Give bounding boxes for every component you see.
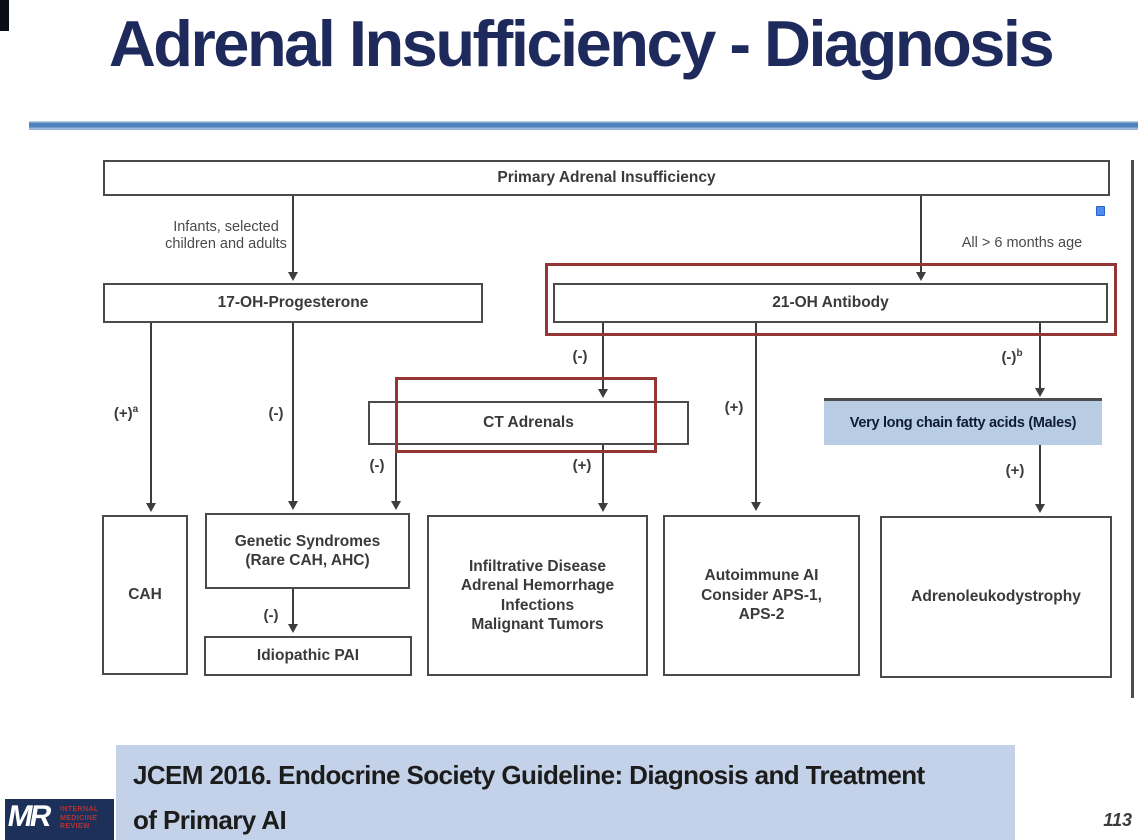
node-adrenoleukodystrophy: Adrenoleukodystrophy — [880, 516, 1112, 678]
edge-label-minus-21oh: (-) — [572, 348, 588, 365]
node-idiopathic-pai: Idiopathic PAI — [204, 636, 412, 676]
edge-label-minus-17ohp: (-) — [268, 405, 284, 422]
page-number: 113 — [1103, 810, 1132, 830]
genetic-line1: Genetic Syndromes — [234, 532, 381, 550]
autoimmune-line2: Consider APS-1, — [701, 586, 822, 604]
arrow-genetic-to-idiopathic — [287, 589, 298, 633]
citation-line2: of Primary AI — [133, 805, 287, 835]
node-genetic-syndromes: Genetic Syndromes (Rare CAH, AHC) — [205, 513, 410, 589]
logo-text-line1: INTERNAL — [60, 806, 99, 813]
node-cah: CAH — [102, 515, 188, 675]
highlight-rect-ct — [395, 377, 657, 453]
node-infiltrative-disease: Infiltrative Disease Adrenal Hemorrhage … — [427, 515, 648, 676]
arrow-21oh-to-vlcfa — [1034, 323, 1045, 397]
internal-medicine-review-logo: MR INTERNAL MEDICINE REVIEW — [5, 799, 114, 840]
edge-label-plus-a: (+)a — [113, 404, 139, 422]
arrow-17ohp-to-cah — [145, 323, 156, 512]
infiltrative-line1: Infiltrative Disease — [469, 557, 606, 575]
logo-monogram: MR — [5, 800, 52, 833]
selection-handle-icon[interactable] — [1096, 206, 1105, 216]
citation-banner: JCEM 2016. Endocrine Society Guideline: … — [116, 745, 1015, 840]
arrow-17ohp-to-genetic — [287, 323, 298, 510]
arrow-21oh-to-autoimmune — [750, 323, 761, 511]
node-21-oh-antibody: 21-OH Antibody — [553, 283, 1108, 323]
citation-line1: JCEM 2016. Endocrine Society Guideline: … — [133, 760, 925, 790]
edge-label-plus-ct: (+) — [572, 457, 592, 474]
edge-label-plus-vlcfa: (+) — [1005, 462, 1025, 479]
title-divider — [29, 121, 1138, 130]
edge-label-plus-21oh: (+) — [724, 399, 744, 416]
page-title: Adrenal Insufficiency - Diagnosis — [108, 7, 1055, 80]
infiltrative-line3: Infections — [500, 596, 575, 614]
autoimmune-line3: APS-2 — [738, 606, 785, 624]
branch-label-left: Infants, selected children and adults — [140, 219, 312, 253]
logo-text-line2: MEDICINE — [60, 814, 98, 822]
highlight-rect-21oh — [545, 263, 1117, 336]
edge-label-minus-genetic: (-) — [263, 607, 279, 624]
node-ct-adrenals: CT Adrenals — [368, 401, 689, 445]
arrow-primary-to-21oh — [915, 196, 926, 281]
autoimmune-line1: Autoimmune AI — [704, 567, 819, 585]
logo-text: INTERNAL MEDICINE REVIEW — [60, 806, 99, 832]
node-autoimmune-ai: Autoimmune AI Consider APS-1, APS-2 — [663, 515, 860, 676]
arrow-ct-to-genetic — [390, 445, 401, 510]
branch-label-left-line2: children and adults — [165, 236, 287, 252]
edge-label-minus-b: (-)b — [1001, 348, 1023, 366]
figure-right-edge — [1131, 160, 1134, 698]
arrow-primary-to-17ohp — [287, 196, 298, 281]
node-17-oh-progesterone: 17-OH-Progesterone — [103, 283, 483, 323]
logo-text-line3: REVIEW — [60, 823, 91, 830]
arrow-vlcfa-to-adreno — [1034, 445, 1045, 513]
edge-label-minus-ct: (-) — [369, 457, 385, 474]
node-vlcfa: Very long chain fatty acids (Males) — [824, 398, 1102, 445]
node-primary-adrenal-insufficiency: Primary Adrenal Insufficiency — [103, 160, 1110, 196]
infiltrative-line2: Adrenal Hemorrhage — [460, 577, 615, 594]
infiltrative-line4: Malignant Tumors — [471, 616, 604, 633]
genetic-line2: (Rare CAH, AHC) — [245, 552, 370, 569]
branch-label-left-line1: Infants, selected — [173, 219, 279, 235]
arrow-21oh-to-ct — [597, 323, 608, 398]
arrow-ct-to-infiltrative — [597, 445, 608, 512]
corner-bar — [0, 0, 9, 31]
branch-label-right: All > 6 months age — [961, 235, 1083, 251]
